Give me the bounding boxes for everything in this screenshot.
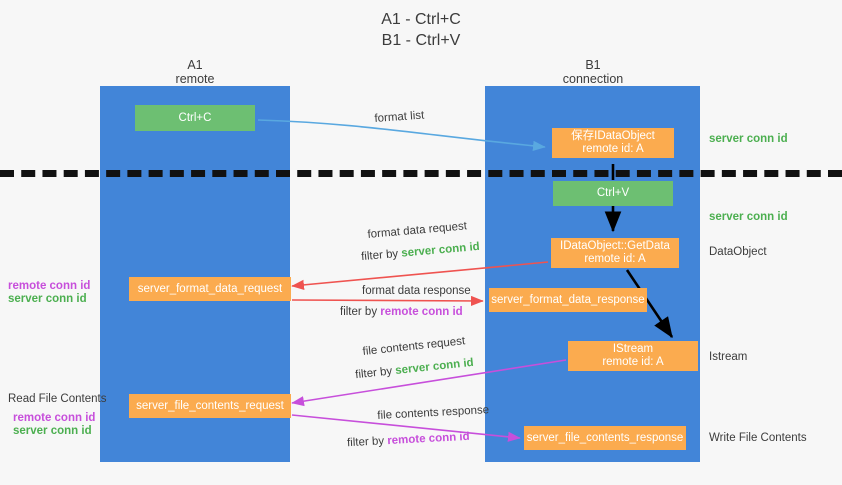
column-a1-role: remote [175, 72, 215, 86]
box-ctrl-c[interactable]: Ctrl+C [135, 105, 255, 131]
box-server-file-contents-request-label: server_file_contents_request [136, 399, 284, 412]
diagram-title-line-1: A1 - Ctrl+C [381, 11, 461, 28]
server-conn-id-value: server conn id [394, 356, 475, 377]
box-ctrl-v-label: Ctrl+V [596, 187, 630, 199]
column-b1-name: B1 [585, 58, 601, 72]
box-istream-line-1: IStream [612, 343, 654, 355]
box-server-file-contents-response[interactable]: server_file_contents_response [524, 426, 686, 450]
side-label-server-conn-id-b: server conn id [13, 425, 92, 437]
box-server-format-data-request-label: server_format_data_request [137, 282, 283, 295]
box-server-format-data-response-label: server_format_data_response [491, 293, 645, 306]
filter-prefix: filter by [360, 247, 402, 264]
side-label-read-file-contents: Read File Contents [8, 393, 107, 405]
box-istream-line-2: remote id: A [602, 356, 664, 368]
box-getdata-line-1: IDataObject::GetData [560, 240, 670, 252]
diagram-title-line-2: B1 - Ctrl+V [381, 32, 461, 49]
column-header-b1: B1 connection [533, 58, 653, 86]
filter-prefix: filter by [340, 306, 381, 318]
arrow-label-format-data-response: format data response [362, 285, 471, 297]
remote-conn-id-value: remote conn id [380, 306, 463, 318]
box-idataobject-getdata[interactable]: IDataObject::GetData remote id: A [551, 238, 679, 268]
side-label-server-conn-id-mid: server conn id [709, 211, 788, 223]
side-label-istream: Istream [709, 351, 748, 363]
side-label-dataobject: DataObject [709, 246, 767, 258]
side-label-write-file-contents: Write File Contents [709, 432, 807, 444]
arrow-label-format-data-response-filter: filter by remote conn id [340, 305, 463, 319]
arrow-label-file-contents-request-filter: filter by server conn id [355, 356, 475, 382]
box-ctrl-c-label: Ctrl+C [178, 111, 212, 124]
side-label-remote-conn-id-a: remote conn id [8, 280, 91, 292]
trust-boundary-divider [0, 170, 842, 177]
filter-prefix: filter by [354, 365, 396, 382]
column-header-a1: A1 remote [135, 58, 255, 86]
remote-conn-id-value: remote conn id [386, 430, 470, 448]
server-conn-id-value: server conn id [400, 240, 481, 260]
box-server-file-contents-request[interactable]: server_file_contents_request [129, 394, 291, 418]
arrow-label-file-contents-request: file contents request [362, 335, 466, 358]
box-idataobject-line-1: 保存IDataObject [571, 130, 655, 142]
box-server-file-contents-response-label: server_file_contents_response [526, 431, 684, 444]
box-server-format-data-request[interactable]: server_format_data_request [129, 277, 291, 301]
side-label-server-conn-id-a: server conn id [8, 293, 87, 305]
column-a1-name: A1 [187, 58, 203, 72]
arrow-label-format-list: format list [374, 109, 425, 125]
side-label-server-conn-id-top: server conn id [709, 133, 788, 145]
box-idataobject-line-2: remote id: A [582, 143, 644, 155]
arrow-label-format-data-request-filter: filter by server conn id [361, 240, 481, 264]
box-server-format-data-response[interactable]: server_format_data_response [489, 288, 647, 312]
box-idataobject[interactable]: 保存IDataObject remote id: A [552, 128, 674, 158]
box-getdata-line-2: remote id: A [584, 253, 646, 265]
side-label-remote-conn-id-b: remote conn id [13, 412, 96, 424]
filter-prefix: filter by [346, 435, 388, 450]
box-ctrl-v[interactable]: Ctrl+V [553, 181, 673, 206]
arrow-label-file-contents-response: file contents response [377, 404, 490, 422]
arrow-format-data-response [291, 295, 484, 307]
arrow-label-format-data-request: format data request [367, 220, 468, 241]
arrow-label-file-contents-response-filter: filter by remote conn id [347, 430, 470, 450]
box-istream[interactable]: IStream remote id: A [568, 341, 698, 371]
column-b1-role: connection [562, 72, 624, 86]
